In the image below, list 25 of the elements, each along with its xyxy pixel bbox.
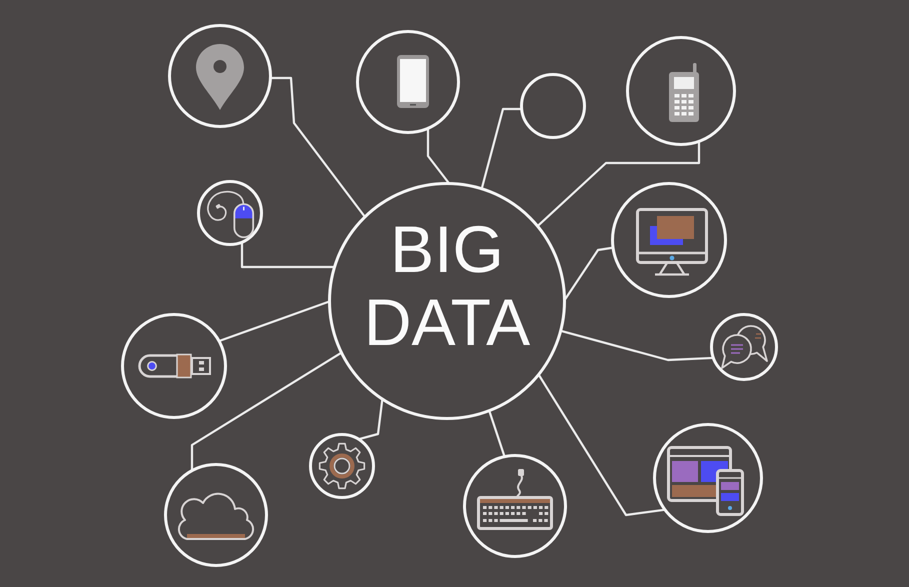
connector-line	[538, 374, 665, 516]
node-circle	[197, 180, 263, 246]
connector-line	[537, 142, 700, 227]
hub-circle	[328, 182, 566, 420]
connector-line	[270, 76, 366, 218]
node-circle	[463, 454, 567, 558]
connector-line	[190, 352, 342, 470]
connector-line	[560, 330, 713, 362]
connector-line	[426, 128, 450, 184]
connector-line	[219, 300, 330, 342]
node-circle	[356, 30, 460, 134]
node-circle	[626, 36, 736, 146]
node-circle	[710, 313, 778, 381]
connector-line	[564, 246, 613, 300]
node-circle	[309, 433, 375, 499]
node-circle	[164, 463, 268, 567]
node-circle	[611, 182, 727, 298]
node-circle	[168, 24, 272, 128]
connector-line	[240, 242, 334, 268]
node-circle	[520, 73, 586, 139]
connector-line	[480, 108, 522, 189]
node-label: BIG DATA	[364, 213, 530, 359]
connector-line	[488, 410, 506, 456]
node-circle	[121, 313, 227, 419]
node-circle	[653, 423, 763, 533]
